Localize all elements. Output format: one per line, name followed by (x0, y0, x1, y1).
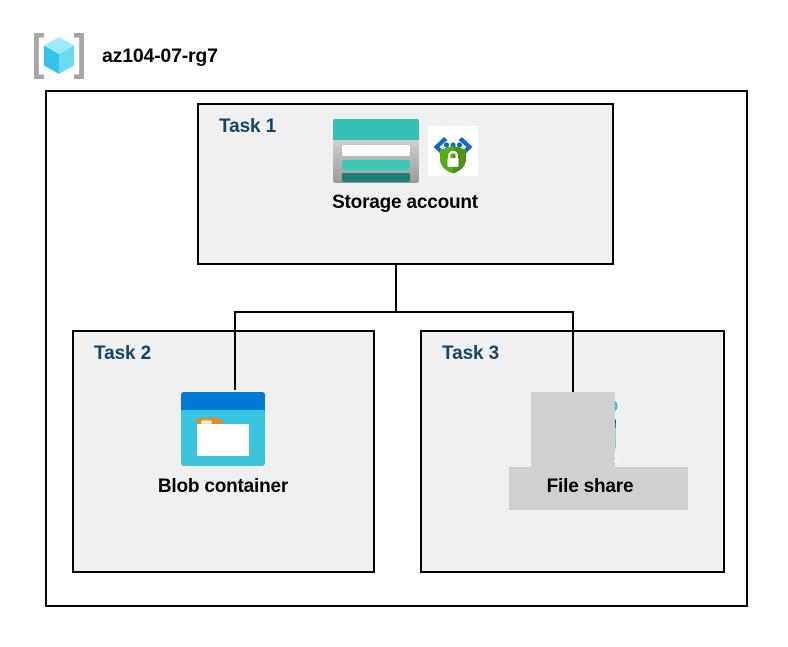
connector-horizontal-bus (234, 311, 574, 313)
diagram-header: az104-07-rg7 (30, 28, 450, 84)
blob-container-caption: Blob container (157, 476, 289, 497)
task-3-label: Task 3 (442, 343, 500, 364)
task-1-label: Task 1 (219, 116, 277, 137)
storage-account-caption: Storage account (332, 192, 478, 213)
secure-private-endpoint-icon (428, 126, 478, 176)
file-share-label-highlight (509, 467, 688, 510)
blob-container-icon-group (179, 390, 267, 468)
storage-account-icon-group (332, 118, 478, 184)
node-blob-container[interactable]: Blob container (118, 390, 328, 498)
connector-to-blob (234, 311, 236, 390)
connector-to-file-share (572, 311, 574, 392)
node-storage-account[interactable]: Storage account (290, 118, 520, 214)
task-2-label: Task 2 (94, 343, 152, 364)
blob-container-icon (179, 390, 267, 468)
resource-group-icon (30, 29, 88, 83)
file-share-icon-highlight (531, 392, 615, 470)
page-title: az104-07-rg7 (102, 44, 218, 67)
file-share-caption: File share (546, 476, 634, 497)
connector-storage-trunk (395, 265, 397, 313)
storage-account-icon (332, 118, 420, 184)
